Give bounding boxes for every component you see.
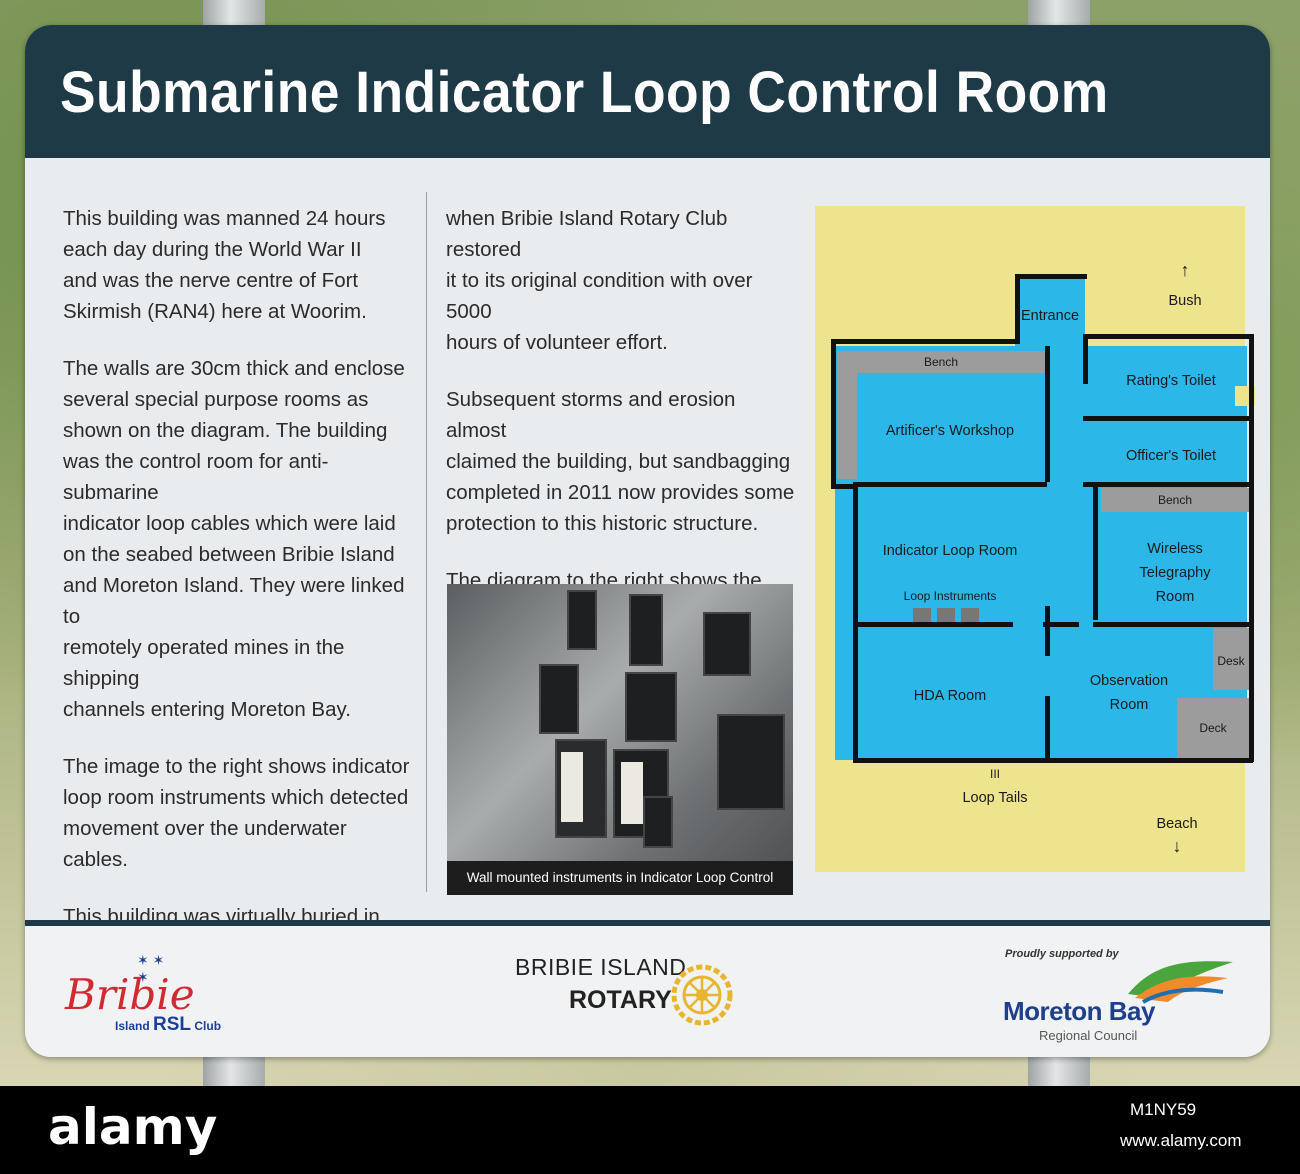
wall	[853, 622, 1013, 627]
paragraph: Subsequent storms and erosion almost cla…	[446, 388, 795, 535]
bribie-sub-rsl: RSL	[153, 1014, 192, 1035]
diagram-label-hda-room: HDA Room	[913, 688, 987, 704]
bribie-sub-island: Island	[115, 1019, 150, 1033]
moreton-bay-logo: Proudly supported by Moreton Bay Regiona…	[1003, 944, 1243, 1044]
bribie-logo-text: Bribie	[65, 970, 195, 1019]
diagram-label-ratings-toilet: Rating's Toilet	[1126, 373, 1216, 389]
diagram-label-loop-tails: Loop Tails	[962, 790, 1028, 806]
outdoor-background: Submarine Indicator Loop Control Room Th…	[0, 0, 1300, 1086]
instrument-box	[703, 612, 751, 676]
bench	[837, 351, 1045, 373]
wall	[1045, 606, 1050, 656]
diagram-label-deck: Deck	[1199, 721, 1227, 735]
paragraph: The walls are 30cm thick and enclose sev…	[63, 357, 405, 721]
wall	[1249, 334, 1254, 762]
text-column-left: This building was manned 24 hours each d…	[63, 203, 413, 1020]
alamy-logo: alamy	[48, 1098, 218, 1156]
rotary-line1: BRIBIE ISLAND	[515, 954, 687, 980]
wall	[835, 339, 1015, 344]
diagram-label-bench: Bench	[1157, 493, 1193, 507]
floor-area	[835, 346, 1247, 760]
rotary-wheel-icon	[671, 964, 733, 1026]
diagram-label-indicator-loop-room: Indicator Loop Room	[882, 543, 1018, 559]
bench	[837, 351, 857, 479]
diagram-label-wireless: Wireless Telegraphy Room	[1139, 541, 1211, 605]
bench	[1101, 488, 1249, 512]
footer-divider	[25, 920, 1270, 926]
stars-icon: ✶ ✶✶	[137, 952, 165, 985]
wall	[1015, 274, 1020, 344]
wall	[1093, 622, 1251, 627]
sign-header: Submarine Indicator Loop Control Room	[25, 25, 1270, 158]
instrument-photo: Wall mounted instruments in Indicator Lo…	[447, 584, 793, 895]
loop-instrument	[937, 608, 955, 624]
instrument-box	[625, 672, 677, 742]
sign-title: Submarine Indicator Loop Control Room	[60, 60, 1109, 125]
entrance-area	[1015, 276, 1085, 348]
diagram-label-bench: Bench	[923, 355, 959, 369]
wall	[1083, 416, 1251, 421]
rotary-line2: ROTARY	[569, 986, 672, 1014]
instrument-box	[629, 594, 663, 666]
alamy-url: www.alamy.com	[1120, 1131, 1242, 1150]
instrument-box	[717, 714, 785, 810]
moreton-bay-wave-icon	[1128, 961, 1233, 1004]
bush-arrow: ↑	[1180, 260, 1190, 280]
deck	[1177, 698, 1249, 758]
council-sub: Regional Council	[1039, 1028, 1138, 1043]
instrument-box	[539, 664, 579, 734]
council-name: Moreton Bay	[1003, 996, 1155, 1026]
photo-caption: Wall mounted instruments in Indicator Lo…	[447, 861, 793, 895]
wall	[1045, 346, 1050, 482]
image-id: M1NY59	[1130, 1100, 1197, 1119]
wall	[831, 484, 855, 489]
diagram-label-entrance: Entrance	[1020, 308, 1080, 324]
paragraph: The image to the right shows indicator l…	[63, 755, 410, 871]
diagram-label-observation: Observation Room	[1089, 673, 1169, 713]
beach-arrow: ↓	[1172, 836, 1182, 856]
wall	[831, 339, 836, 489]
bribie-rsl-logo: ✶ ✶✶ Bribie Island RSL Club	[65, 952, 225, 1035]
supported-by-text: Proudly supported by	[1005, 948, 1119, 960]
bribie-logo-sub: Island RSL Club	[115, 1014, 221, 1036]
instrument-box	[643, 796, 673, 848]
diagram-label-officers-toilet: Officer's Toilet	[1125, 448, 1217, 464]
wall	[853, 482, 1047, 487]
loop-instrument	[961, 608, 979, 624]
instrument-card	[621, 762, 643, 824]
floor-plan-diagram: Entrance ↑ Bush Bench Rating's Toilet Ar…	[815, 206, 1255, 872]
diagram-label-workshop: Artificer's Workshop	[885, 423, 1015, 439]
bribie-sub-club: Club	[194, 1019, 222, 1033]
wall	[1083, 334, 1088, 384]
stock-photo-bar: alamy M1NY59 www.alamy.com	[0, 1086, 1300, 1174]
wall	[1093, 482, 1098, 620]
loop-instrument	[913, 608, 931, 624]
diagram-label-loop-instruments: Loop Instruments	[903, 589, 997, 603]
diagram-label-bush: Bush	[1168, 293, 1202, 309]
loop-tails-marks: III	[989, 767, 1000, 781]
column-divider	[426, 192, 427, 892]
rotary-logo: BRIBIE ISLAND ROTARY	[515, 952, 765, 1042]
desk	[1213, 628, 1249, 690]
wall	[1043, 622, 1079, 627]
diagram-label-beach: Beach	[1156, 816, 1198, 832]
paragraph: This building was manned 24 hours each d…	[63, 207, 386, 323]
paragraph: when Bribie Island Rotary Club restored …	[446, 207, 753, 354]
sponsor-footer: ✶ ✶✶ Bribie Island RSL Club BRIBIE ISLAN…	[25, 926, 1270, 1057]
wall	[1083, 482, 1251, 487]
wall	[1085, 334, 1251, 339]
wall	[1045, 696, 1050, 760]
diagram-label-desk: Desk	[1217, 654, 1245, 668]
wall	[853, 758, 1253, 763]
instrument-card	[561, 752, 583, 822]
interpretive-sign: Submarine Indicator Loop Control Room Th…	[25, 25, 1270, 1057]
wall	[1015, 274, 1087, 279]
text-column-middle: when Bribie Island Rotary Club restored …	[446, 203, 796, 715]
instrument-box	[567, 590, 597, 650]
